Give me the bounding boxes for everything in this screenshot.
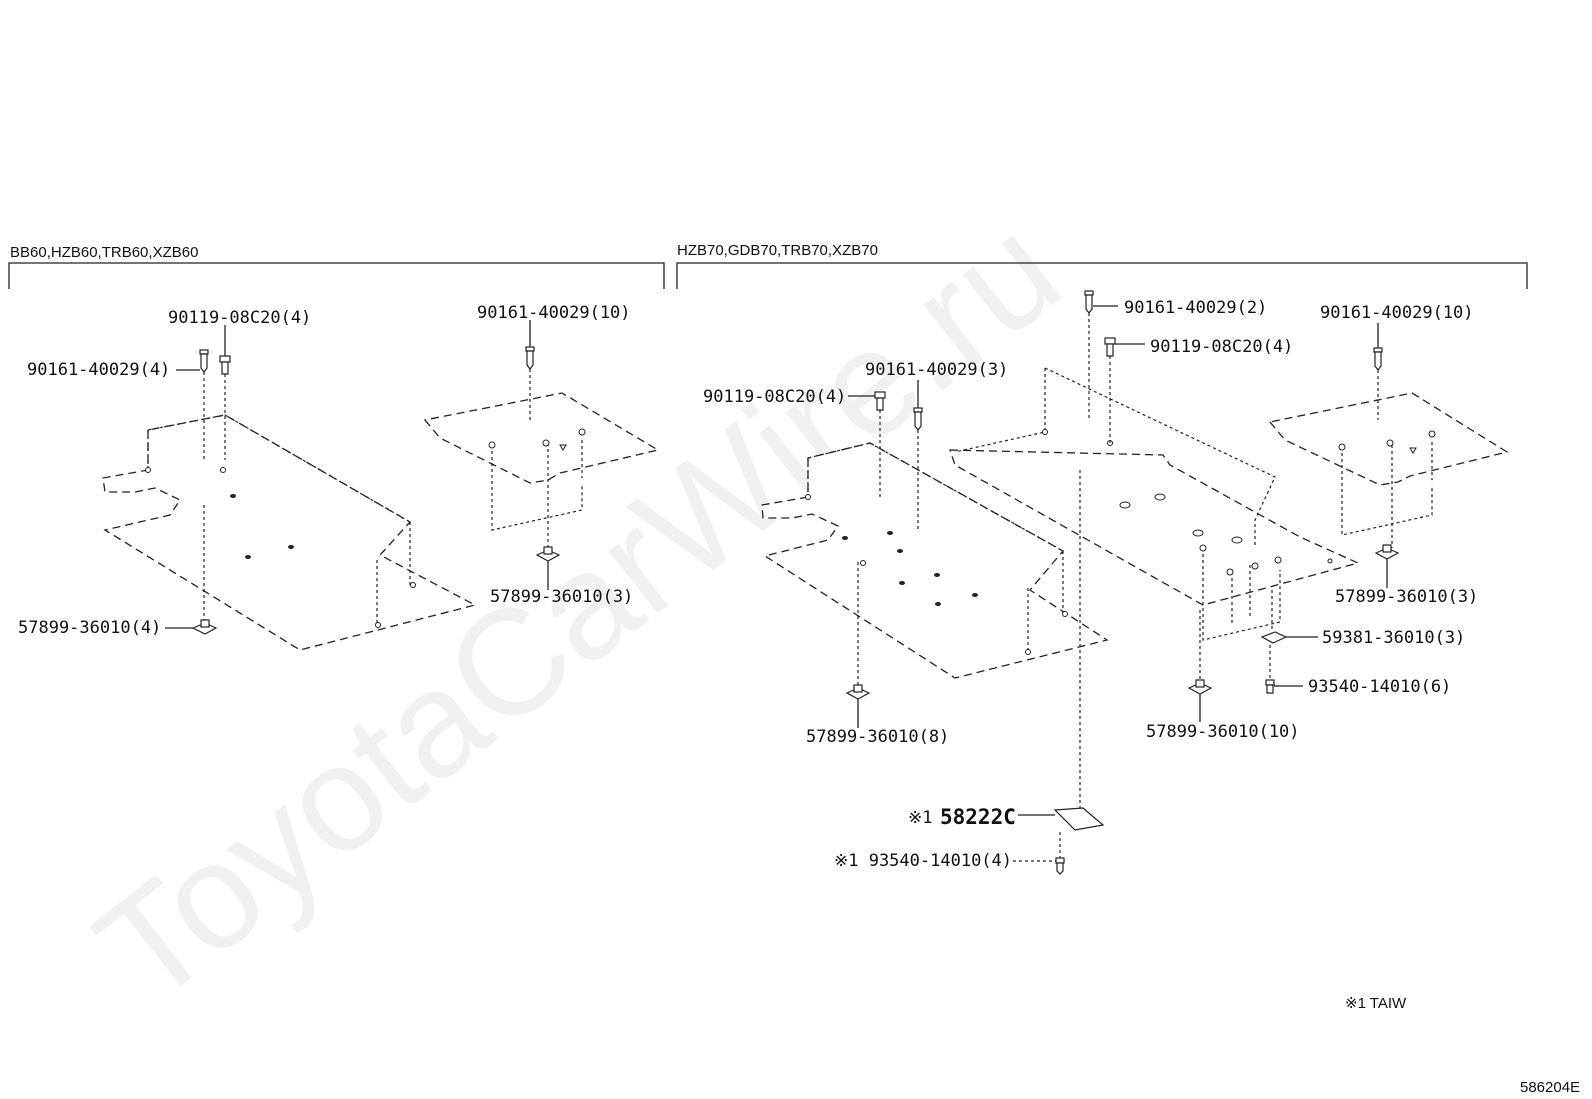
left-group-bracket bbox=[8, 262, 665, 289]
left-bolt-90119-4 bbox=[219, 355, 231, 460]
right-group-bracket bbox=[676, 262, 1528, 289]
right-clip-59381-3 bbox=[1260, 590, 1288, 644]
label-left-57899-36010-3: 57899-36010(3) bbox=[490, 587, 633, 607]
right-bolt-90161-2 bbox=[1084, 290, 1094, 420]
label-left-57899-36010-4: 57899-36010(4) bbox=[18, 618, 161, 638]
right-bolt-90119-4a bbox=[1104, 337, 1116, 443]
left-bolt-90161-4 bbox=[199, 349, 209, 460]
right-bolt-90161-10 bbox=[1373, 347, 1383, 420]
right-bolt-90119-4b bbox=[874, 391, 886, 500]
label-right-90119-08c20-4a: 90119-08C20(4) bbox=[1150, 337, 1293, 357]
label-right-58222c: 58222C bbox=[940, 805, 1016, 829]
label-right-90161-40029-10: 90161-40029(10) bbox=[1320, 303, 1474, 323]
label-right-59381-36010-3: 59381-36010(3) bbox=[1322, 628, 1465, 648]
left-nut-57899-4 bbox=[191, 505, 218, 635]
label-right-90119-08c20-4b: 90119-08C20(4) bbox=[703, 387, 846, 407]
right-rear-cover-plate bbox=[1268, 392, 1509, 548]
right-front-cover-plate bbox=[761, 442, 1109, 679]
right-middle-cover-plate bbox=[949, 367, 1360, 641]
right-pad-58222c bbox=[1053, 470, 1105, 858]
label-left-90161-40029-10: 90161-40029(10) bbox=[477, 303, 631, 323]
right-nut-57899-8 bbox=[845, 562, 871, 700]
left-nut-57899-3 bbox=[535, 546, 561, 562]
label-right-93540-14010-4: ※1 93540-14010(4) bbox=[834, 851, 1012, 871]
label-right-57899-36010-10: 57899-36010(10) bbox=[1146, 722, 1300, 742]
label-left-90161-40029-4: 90161-40029(4) bbox=[27, 360, 170, 380]
label-right-58222c-mark: ※1 bbox=[908, 808, 932, 828]
figure-id: 586204E bbox=[1520, 1079, 1580, 1096]
label-right-90161-40029-2: 90161-40029(2) bbox=[1124, 298, 1267, 318]
right-group-models: HZB70,GDB70,TRB70,XZB70 bbox=[677, 242, 878, 259]
left-large-cover-plate bbox=[102, 414, 477, 651]
label-right-57899-36010-8: 57899-36010(8) bbox=[806, 727, 949, 747]
right-screw-93540-6 bbox=[1265, 645, 1275, 694]
left-small-cover-plate bbox=[423, 392, 660, 548]
right-screw-93540-4 bbox=[1055, 857, 1065, 875]
right-nut-57899-3 bbox=[1374, 544, 1400, 560]
right-nut-57899-10 bbox=[1187, 610, 1213, 695]
left-group-models: BB60,HZB60,TRB60,XZB60 bbox=[10, 244, 198, 261]
footnote: ※1 TAIW bbox=[1345, 995, 1407, 1012]
label-right-90161-40029-3: 90161-40029(3) bbox=[865, 360, 1008, 380]
label-right-93540-14010-6: 93540-14010(6) bbox=[1308, 677, 1451, 697]
label-left-90119-08c20: 90119-08C20(4) bbox=[168, 308, 311, 328]
label-right-57899-36010-3: 57899-36010(3) bbox=[1335, 587, 1478, 607]
